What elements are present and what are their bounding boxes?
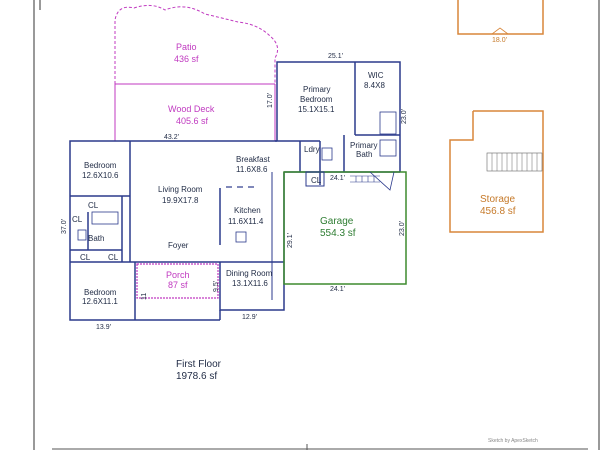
garage-right-dim: 23.0' [399, 221, 406, 236]
bedroom-2-size: 12.6X11.1 [82, 297, 118, 306]
garage-entry-stairs [350, 175, 380, 183]
sketch-credit: Sketch by ApexSketch [488, 438, 538, 444]
top-right-dimension: 18.0' [492, 37, 507, 44]
wood-deck-top-dim: 43.2' [164, 134, 179, 141]
porch-name: Porch [166, 270, 190, 280]
garage-area: 554.3 sf [320, 228, 356, 239]
bedroom-2-name: Bedroom [84, 288, 117, 297]
living-room-name: Living Room [158, 185, 203, 194]
wood-deck: Wood Deck 405.6 sf 43.2' 17.0' [114, 83, 276, 141]
wic-size: 8.4X8 [364, 81, 385, 90]
bedroom-2-bottom-dim: 13.9' [96, 324, 111, 331]
garage-name: Garage [320, 216, 354, 227]
top-right-structure: 18.0' [457, 0, 544, 44]
storage: Storage 456.8 sf [449, 110, 544, 233]
garage: Garage 554.3 sf 24.1' 24.1' 29.1' 23.0' [283, 171, 407, 293]
house-walls [69, 61, 401, 321]
storage-area: 456.8 sf [480, 206, 516, 217]
floor-area: 1978.6 sf [176, 371, 217, 382]
wic: WIC 8.4X8 23.0' [364, 71, 408, 124]
breakfast: Breakfast 11.6X8.6 [236, 155, 271, 174]
floor-label: First Floor 1978.6 sf [176, 359, 222, 382]
porch: Porch 87 sf 11 9.5' [136, 263, 220, 300]
porch-dim-b: 9.5' [213, 281, 220, 292]
breakfast-name: Breakfast [236, 155, 271, 164]
primary-bedroom-size: 15.1X15.1 [298, 105, 335, 114]
patio-name: Patio [176, 42, 197, 52]
breakfast-size: 11.6X8.6 [236, 165, 268, 174]
primary-bedroom-name: Primary [303, 85, 331, 94]
ldry-name: Ldry [304, 145, 320, 154]
wic-name: WIC [368, 71, 384, 80]
wood-deck-name: Wood Deck [168, 104, 215, 114]
bath-fixtures [77, 111, 397, 241]
garage-bottom-dim: 24.1' [330, 286, 345, 293]
floor-name: First Floor [176, 359, 222, 370]
storage-name: Storage [480, 194, 515, 205]
kitchen: Kitchen 11.6X11.4 [228, 206, 264, 226]
closet-label-3: CL [80, 253, 91, 262]
bath-name: Bath [88, 234, 104, 243]
living-room: Living Room 19.9X17.8 [158, 185, 203, 205]
dining-room: Dining Room 13.1X11.6 12.9' [226, 269, 273, 321]
wood-deck-area: 405.6 sf [176, 116, 209, 126]
bedroom-1: Bedroom 12.6X10.6 [82, 161, 119, 180]
bedroom-1-name: Bedroom [84, 161, 117, 170]
kitchen-size: 11.6X11.4 [228, 217, 264, 226]
closet-label-5: CL [311, 176, 322, 185]
dining-room-size: 13.1X11.6 [232, 279, 268, 288]
patio: Patio 436 sf [114, 4, 279, 84]
closet-label-4: CL [108, 253, 119, 262]
primary-bath-name: Primary [350, 141, 378, 150]
porch-area: 87 sf [168, 280, 188, 290]
porch-dim-a: 11 [141, 293, 148, 300]
primary-bedroom-name2: Bedroom [300, 95, 333, 104]
wic-side-dim: 23.0' [401, 109, 408, 124]
dining-room-bottom-dim: 12.9' [242, 314, 257, 321]
storage-stairs [486, 152, 543, 172]
kitchen-details [226, 172, 273, 300]
garage-top-dim: 24.1' [330, 175, 345, 182]
living-room-size: 19.9X17.8 [162, 196, 199, 205]
garage-left-dim: 29.1' [287, 233, 294, 248]
left-dim: 37.0' [61, 219, 68, 234]
primary-bath: Primary Bath [350, 141, 378, 159]
dining-room-name: Dining Room [226, 269, 273, 278]
foyer-name: Foyer [168, 241, 189, 250]
wood-deck-side-dim: 17.0' [267, 93, 274, 108]
primary-bedroom: Primary Bedroom 15.1X15.1 25.1' [298, 53, 343, 114]
bedroom-2: Bedroom 12.6X11.1 13.9' [82, 288, 118, 331]
primary-bath-name2: Bath [356, 150, 372, 159]
kitchen-name: Kitchen [234, 206, 261, 215]
closet-label-1: CL [88, 201, 99, 210]
primary-bedroom-top-dim: 25.1' [328, 53, 343, 60]
patio-area: 436 sf [174, 54, 199, 64]
closet-label-2: CL [72, 215, 83, 224]
bedroom-1-size: 12.6X10.6 [82, 171, 119, 180]
